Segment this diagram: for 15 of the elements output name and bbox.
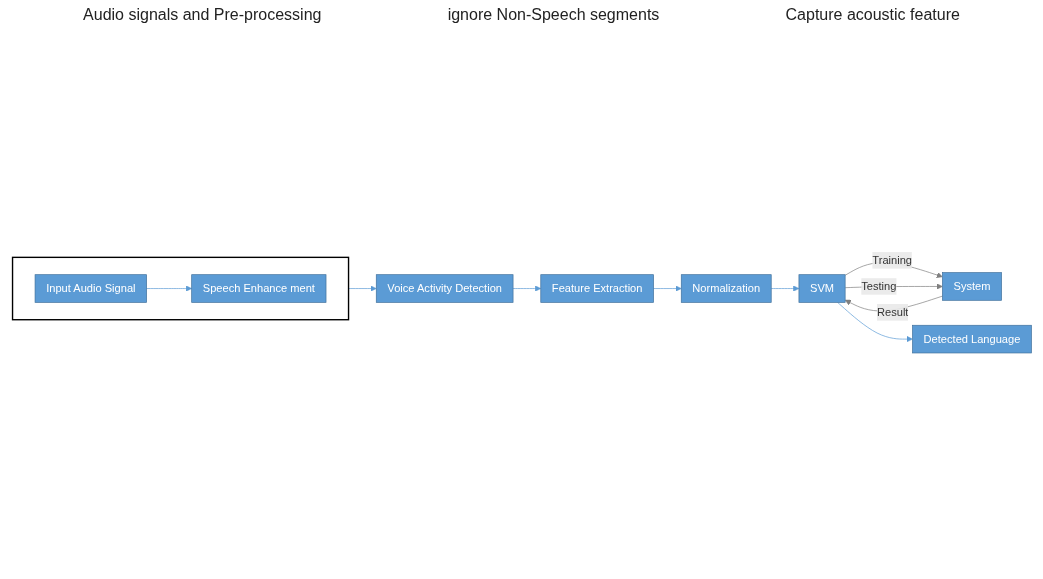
edge-label: Training — [871, 253, 912, 266]
node-box: SVM — [798, 273, 845, 303]
node-box: Feature Extraction — [539, 273, 654, 303]
column-heading: Capture acoustic feature — [785, 6, 960, 25]
node-box: Speech Enhance ment — [190, 273, 326, 303]
column-heading: Audio signals and Pre-processing — [83, 6, 322, 25]
cluster — [11, 256, 349, 320]
edge-label: Result — [876, 305, 908, 318]
node-box: Voice Activity Detection — [375, 273, 513, 303]
node-box: Input Audio Signal — [34, 273, 147, 303]
edge-label: Testing — [860, 279, 896, 292]
node-box: System — [941, 271, 1002, 301]
node-box: Normalization — [680, 273, 772, 303]
column-heading: ignore Non-Speech segments — [447, 6, 660, 25]
node-box: Detected Language — [911, 324, 1032, 353]
